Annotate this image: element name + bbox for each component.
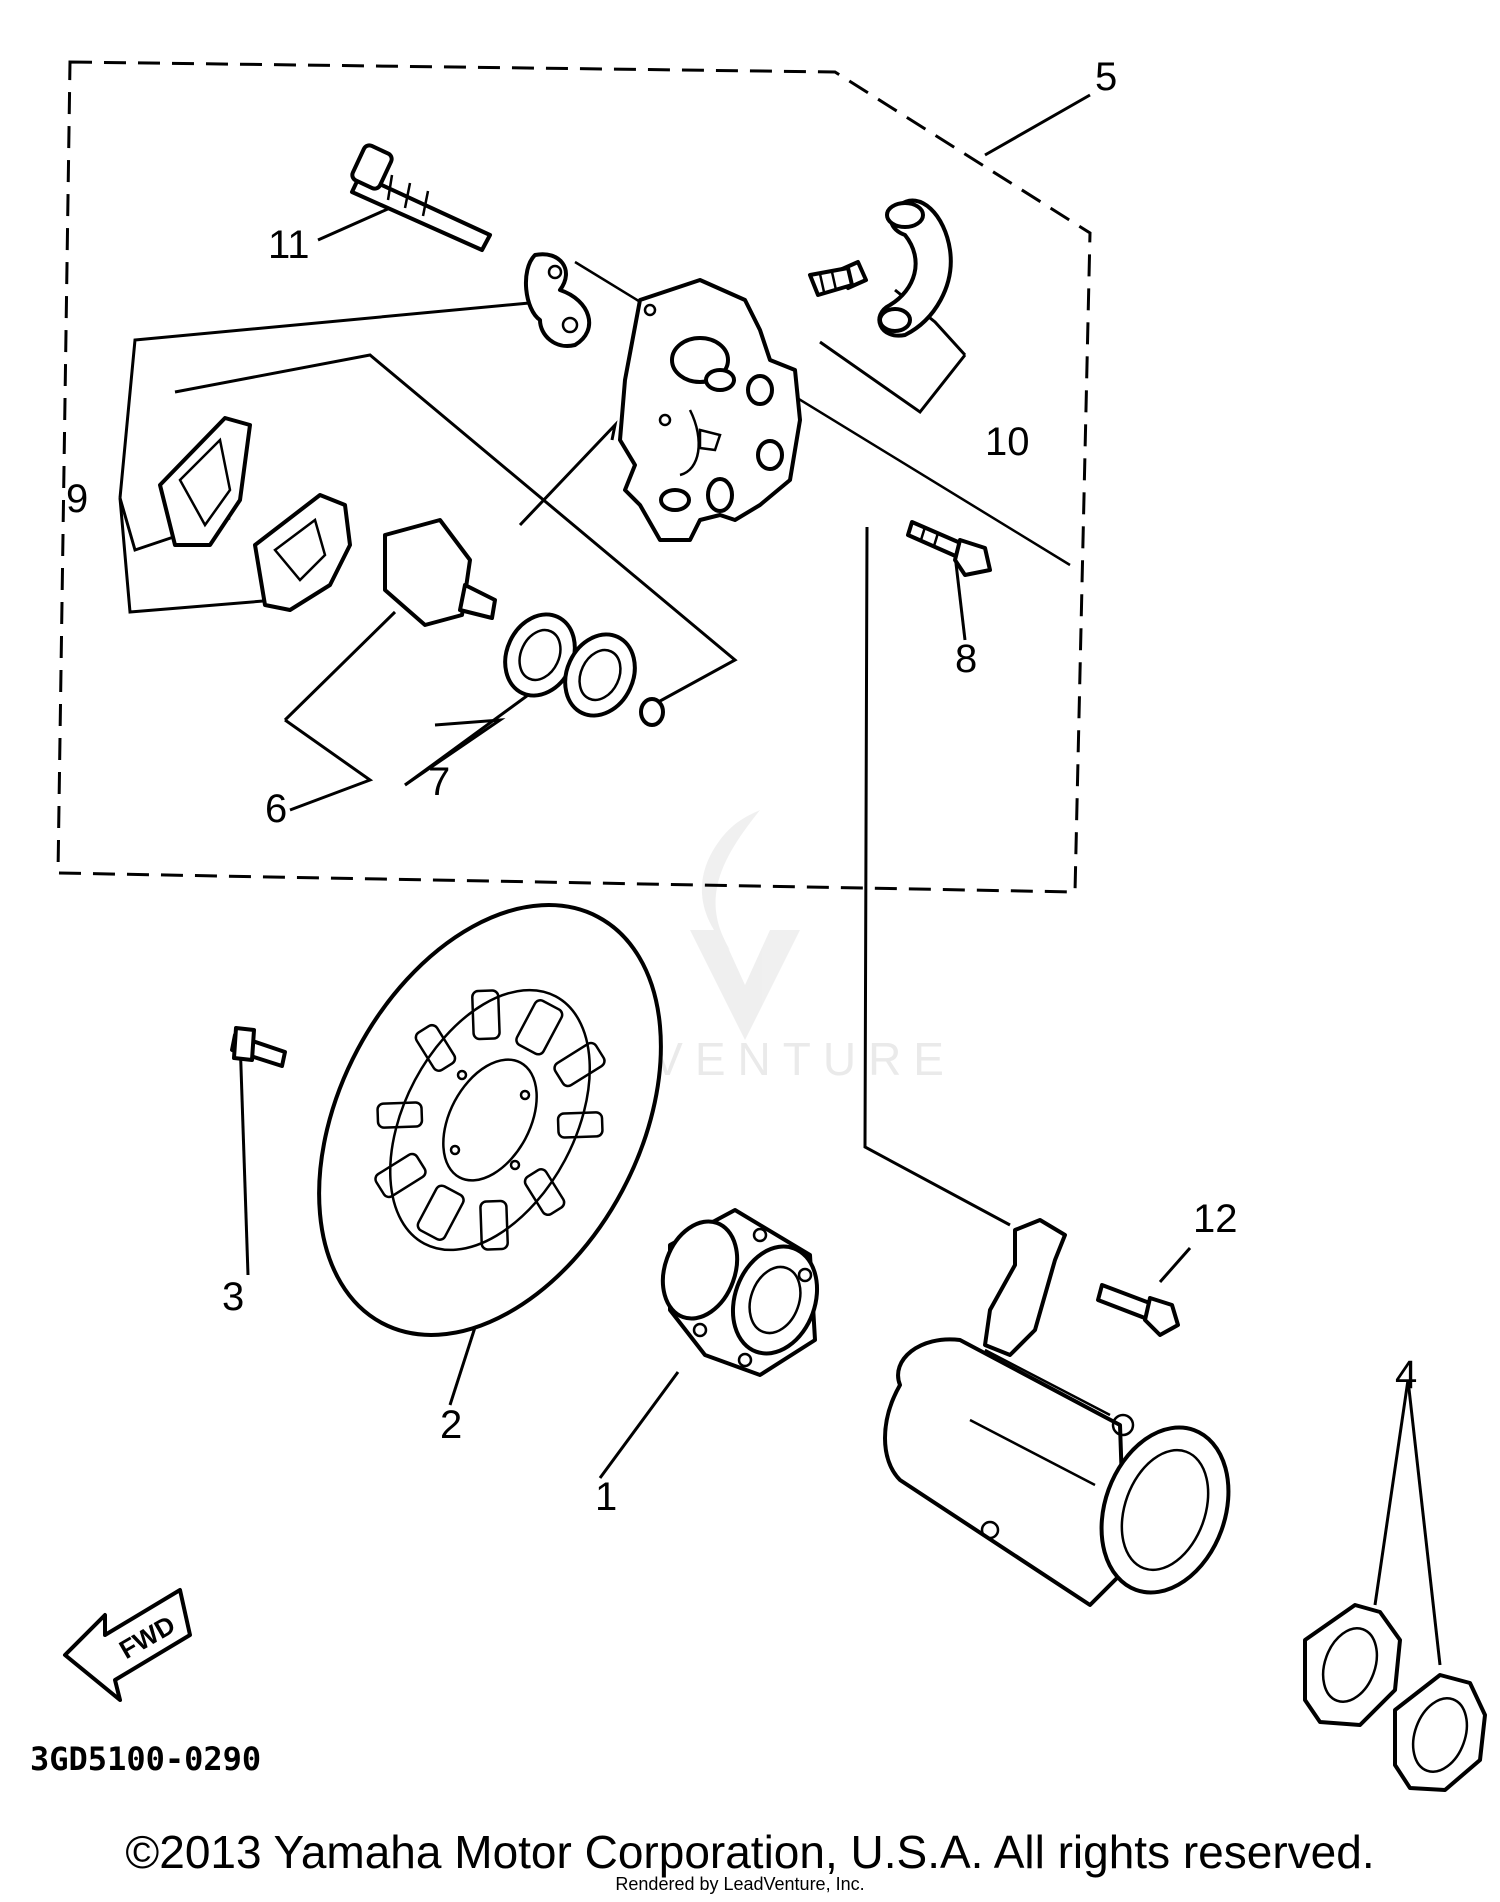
callout-8: 8 — [955, 637, 977, 681]
bracket-screw — [808, 260, 868, 297]
hub-flange — [660, 1208, 820, 1377]
copyright-notice: ©2013 Yamaha Motor Corporation, U.S.A. A… — [125, 1826, 1374, 1878]
bleed-bolt — [906, 520, 992, 577]
callout-6: 6 — [265, 787, 287, 831]
callout-1: 1 — [595, 1475, 617, 1519]
slide-pin-bolt — [350, 143, 492, 252]
callout-12: 12 — [1193, 1197, 1238, 1241]
callout-2: 2 — [440, 1403, 462, 1447]
leader-lines — [118, 93, 1442, 1666]
forward-arrow-icon: FWD — [63, 1588, 192, 1702]
caliper-bracket — [877, 198, 953, 338]
callout-5: 5 — [1095, 55, 1117, 99]
lock-nut-lower — [1393, 1673, 1487, 1792]
lock-nut-upper — [1303, 1603, 1402, 1727]
caliper-assembly-boundary — [56, 60, 1092, 894]
callout-numbers: 5 11 10 9 8 7 6 12 3 2 1 4 — [66, 55, 1417, 1519]
rendered-by-note: Rendered by LeadVenture, Inc. — [615, 1874, 864, 1894]
caliper-support-bracket — [883, 1218, 1231, 1607]
callout-9: 9 — [66, 477, 88, 521]
callout-11: 11 — [268, 223, 310, 267]
caliper-body — [618, 278, 802, 542]
callout-10: 10 — [985, 420, 1030, 464]
bracket-bolt — [1096, 1283, 1180, 1337]
dust-seal — [563, 632, 637, 718]
callout-4: 4 — [1395, 1353, 1417, 1397]
callout-7: 7 — [428, 760, 450, 804]
disc-bolt — [230, 1026, 287, 1068]
diagram-code: 3GD5100-0290 — [30, 1740, 261, 1778]
caliper-piston — [383, 518, 497, 627]
brake-pads — [158, 416, 352, 612]
o-ring — [639, 697, 665, 727]
callout-3: 3 — [222, 1275, 244, 1319]
brake-disc — [317, 903, 663, 1337]
pin-boot — [523, 252, 592, 348]
piston-seal — [503, 612, 577, 698]
